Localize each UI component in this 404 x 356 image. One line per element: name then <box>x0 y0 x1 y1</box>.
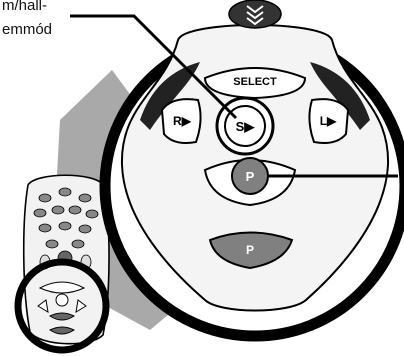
triple-chevron-down-icon[interactable] <box>229 0 281 28</box>
l-button[interactable]: L▶ <box>309 99 348 143</box>
s-play-button-label: S▶ <box>236 119 256 134</box>
select-button[interactable]: SELECT <box>205 68 305 98</box>
pause-button-label: P <box>246 169 255 184</box>
small-remote <box>18 175 109 350</box>
bottom-p-button-label: P <box>246 243 254 257</box>
callout-label-line-2: emmód <box>2 21 52 39</box>
r-button[interactable]: R▶ <box>162 99 201 143</box>
select-button-label: SELECT <box>233 76 277 88</box>
l-button-label: L▶ <box>320 114 337 128</box>
callout-label-line-1: m/hall- <box>2 0 47 15</box>
r-button-label: R▶ <box>173 114 192 128</box>
magnified-view: SELECT R▶ L▶ S▶ P P <box>105 0 404 336</box>
